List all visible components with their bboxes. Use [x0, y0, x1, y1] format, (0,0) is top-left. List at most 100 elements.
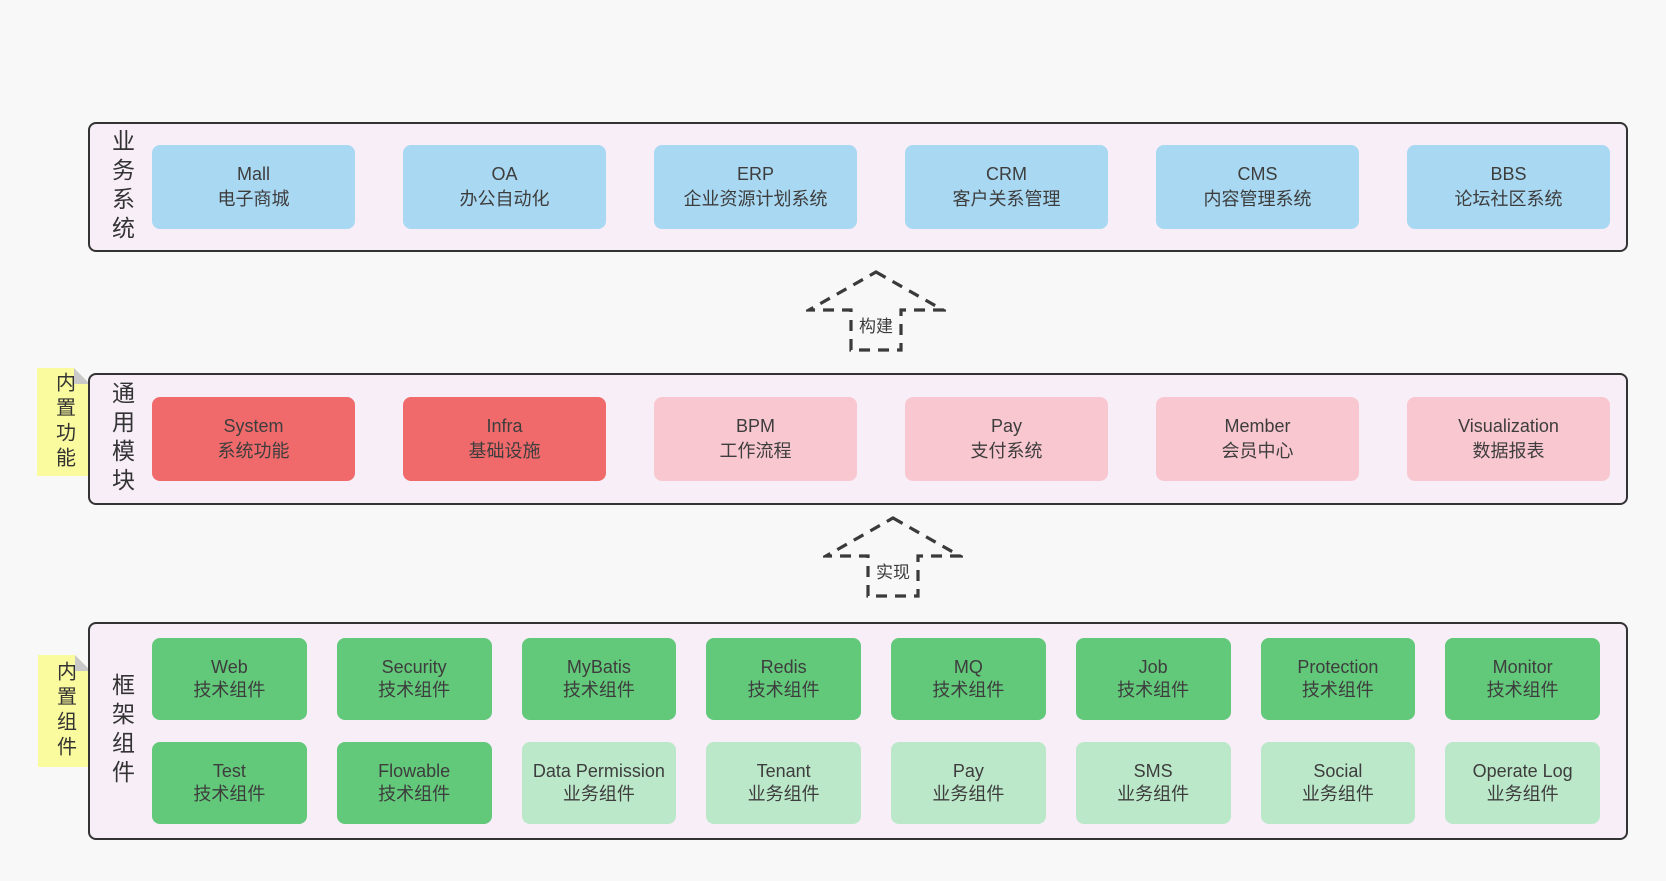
box-web: Web 技术组件 — [152, 638, 307, 720]
box-subtitle: 业务组件 — [747, 784, 820, 804]
framework-components-label: 框架组件 — [108, 673, 135, 789]
box-title: System — [223, 416, 284, 437]
box-title: Operate Log — [1472, 760, 1573, 781]
box-mq: MQ 技术组件 — [891, 638, 1046, 720]
box-title: ERP — [736, 164, 774, 185]
box-erp: ERP 企业资源计划系统 — [654, 145, 857, 229]
box-title: Monitor — [1492, 656, 1553, 677]
box-subtitle: 工作流程 — [719, 441, 792, 461]
box-title: Member — [1224, 416, 1291, 437]
box-cms: CMS 内容管理系统 — [1156, 145, 1359, 229]
box-bpm: BPM 工作流程 — [654, 397, 857, 481]
box-subtitle: 会员中心 — [1221, 441, 1294, 461]
box-title: Social — [1313, 760, 1363, 781]
box-title: Web — [211, 656, 248, 677]
box-subtitle: 技术组件 — [378, 680, 451, 700]
box-title: Pay — [952, 760, 984, 781]
box-title: Job — [1138, 656, 1168, 677]
common-modules-label-col: 通用模块 — [90, 375, 152, 503]
box-operate-log: Operate Log 业务组件 — [1445, 742, 1600, 824]
box-title: Protection — [1297, 656, 1379, 677]
framework-components-label-col: 框架组件 — [90, 624, 152, 838]
box-subtitle: 业务组件 — [932, 784, 1005, 804]
box-subtitle: 支付系统 — [970, 441, 1043, 461]
box-protection: Protection 技术组件 — [1260, 638, 1416, 720]
box-job: Job 技术组件 — [1075, 638, 1231, 720]
box-title: SMS — [1133, 760, 1173, 781]
framework-components-panel: 框架组件 Web 技术组件 Security 技术组件 MyBatis 技术组件… — [88, 622, 1628, 840]
box-infra: Infra 基础设施 — [403, 397, 606, 481]
box-flowable: Flowable 技术组件 — [336, 742, 492, 824]
framework-row-2: Test 技术组件 Flowable 技术组件 Data Permission … — [152, 742, 1600, 824]
box-title: BBS — [1490, 164, 1527, 185]
box-subtitle: 技术组件 — [562, 680, 635, 700]
box-title: Test — [212, 760, 246, 781]
box-title: Flowable — [378, 760, 451, 781]
box-subtitle: 技术组件 — [747, 680, 820, 700]
box-subtitle: 办公自动化 — [459, 189, 550, 209]
framework-row-1: Web 技术组件 Security 技术组件 MyBatis 技术组件 Redi… — [152, 638, 1600, 720]
box-test: Test 技术组件 — [152, 742, 307, 824]
box-title: CMS — [1237, 164, 1278, 185]
box-title: MyBatis — [566, 656, 631, 677]
box-title: Redis — [760, 656, 807, 677]
box-title: Mall — [236, 164, 270, 185]
box-subtitle: 技术组件 — [932, 680, 1005, 700]
dashed-up-arrow-icon — [823, 516, 963, 598]
box-subtitle: 内容管理系统 — [1203, 189, 1312, 209]
box-subtitle: 企业资源计划系统 — [683, 189, 828, 209]
box-subtitle: 客户关系管理 — [952, 189, 1061, 209]
common-modules-panel: 通用模块 System 系统功能 Infra 基础设施 BPM 工作流程 Pay… — [88, 373, 1628, 505]
implement-arrow-label: 实现 — [873, 558, 913, 583]
box-redis: Redis 技术组件 — [706, 638, 861, 720]
box-data-permission: Data Permission 业务组件 — [521, 742, 677, 824]
box-subtitle: 技术组件 — [1117, 680, 1190, 700]
build-arrow-icon: 构建 — [806, 268, 946, 354]
box-sms: SMS 业务组件 — [1075, 742, 1231, 824]
box-subtitle: 技术组件 — [1301, 680, 1374, 700]
implement-arrow-icon: 实现 — [823, 514, 963, 600]
business-systems-panel: 业务系统 Mall 电子商城 OA 办公自动化 ERP 企业资源计划系统 CRM… — [88, 122, 1628, 252]
box-security: Security 技术组件 — [336, 638, 492, 720]
box-subtitle: 论坛社区系统 — [1454, 189, 1563, 209]
box-subtitle: 技术组件 — [193, 680, 266, 700]
box-title: BPM — [735, 416, 775, 437]
built-in-features-tag-label: 内置功能 — [52, 372, 75, 472]
box-subtitle: 业务组件 — [1486, 784, 1559, 804]
box-subtitle: 系统功能 — [217, 441, 290, 461]
box-mybatis: MyBatis 技术组件 — [521, 638, 677, 720]
box-social: Social 业务组件 — [1260, 742, 1416, 824]
box-subtitle: 技术组件 — [1486, 680, 1559, 700]
business-systems-row: Mall 电子商城 OA 办公自动化 ERP 企业资源计划系统 CRM 客户关系… — [152, 124, 1626, 250]
built-in-components-tag-label: 内置组件 — [53, 661, 76, 761]
common-modules-row: System 系统功能 Infra 基础设施 BPM 工作流程 Pay 支付系统… — [152, 375, 1626, 503]
business-systems-label-col: 业务系统 — [90, 124, 152, 250]
box-member: Member 会员中心 — [1156, 397, 1359, 481]
box-subtitle: 数据报表 — [1472, 441, 1545, 461]
box-tenant: Tenant 业务组件 — [706, 742, 861, 824]
box-system: System 系统功能 — [152, 397, 355, 481]
box-title: OA — [491, 164, 518, 185]
dashed-up-arrow-icon — [806, 270, 946, 352]
box-subtitle: 业务组件 — [1301, 784, 1374, 804]
built-in-components-tag: 内置组件 — [38, 655, 91, 767]
common-modules-label: 通用模块 — [108, 381, 135, 497]
box-bbs: BBS 论坛社区系统 — [1407, 145, 1610, 229]
business-systems-label: 业务系统 — [108, 129, 135, 245]
box-subtitle: 业务组件 — [562, 784, 635, 804]
box-title: Pay — [990, 416, 1023, 437]
box-title: Tenant — [756, 760, 811, 781]
box-subtitle: 业务组件 — [1117, 784, 1190, 804]
box-subtitle: 技术组件 — [378, 784, 451, 804]
box-subtitle: 电子商城 — [217, 189, 290, 209]
box-subtitle: 技术组件 — [193, 784, 266, 804]
box-title: Security — [381, 656, 447, 677]
box-visualization: Visualization 数据报表 — [1407, 397, 1610, 481]
built-in-features-tag: 内置功能 — [37, 368, 90, 476]
box-title: CRM — [986, 164, 1027, 185]
box-title: Data Permission — [532, 760, 665, 781]
box-title: Infra — [486, 416, 523, 437]
box-crm: CRM 客户关系管理 — [905, 145, 1108, 229]
box-monitor: Monitor 技术组件 — [1445, 638, 1600, 720]
box-subtitle: 基础设施 — [468, 441, 541, 461]
